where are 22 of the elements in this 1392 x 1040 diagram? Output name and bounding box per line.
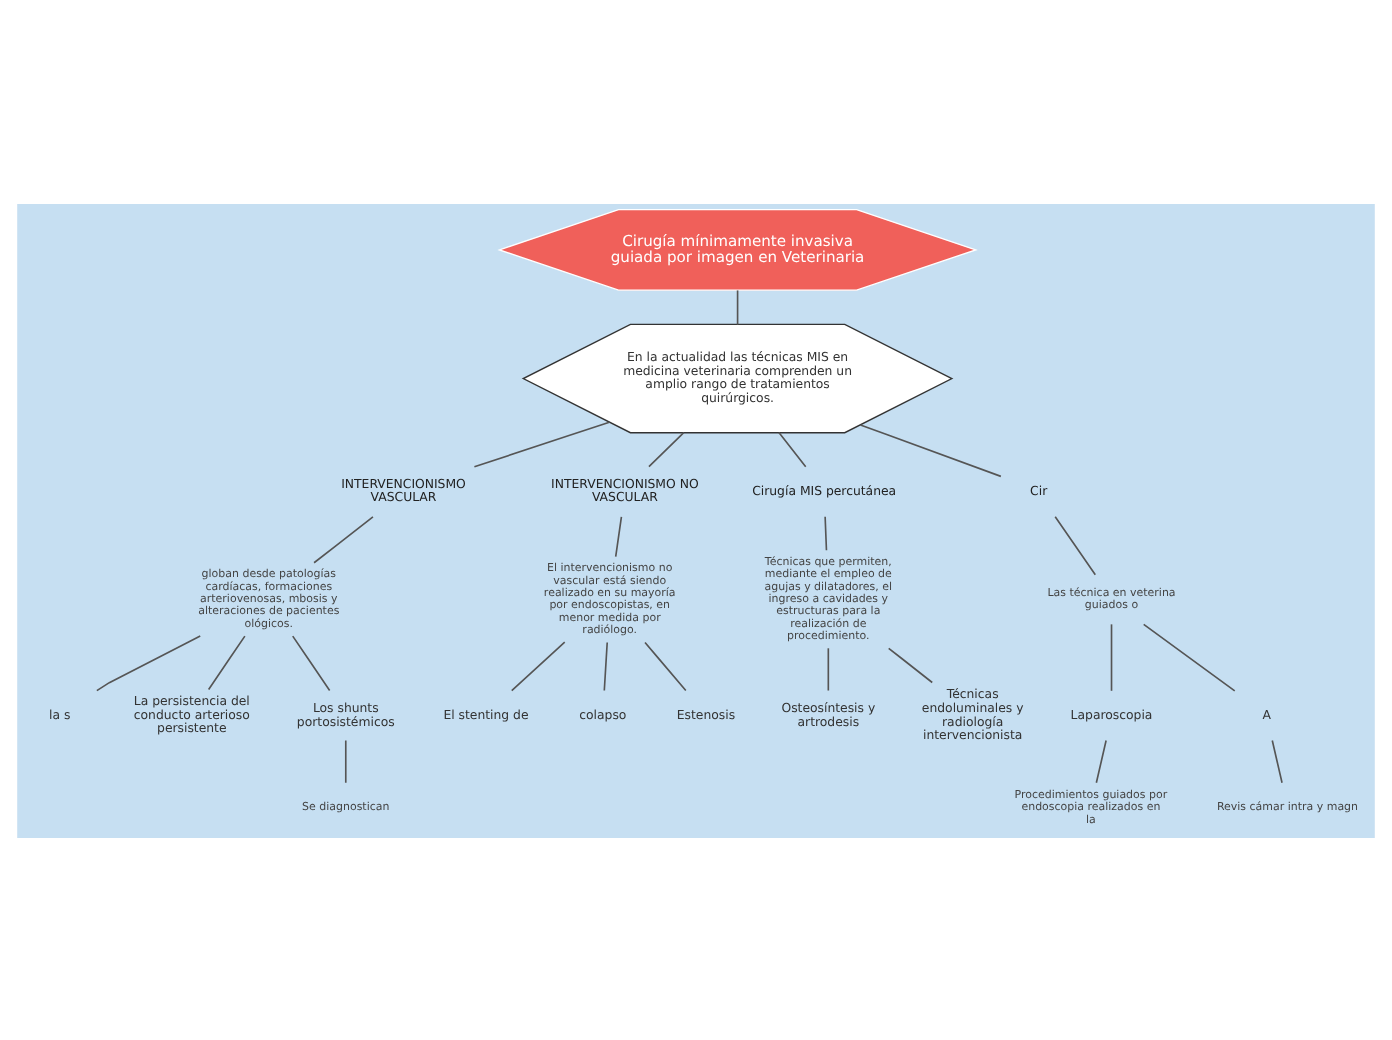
connector [614, 514, 623, 557]
connector [824, 514, 828, 551]
connector [207, 634, 246, 690]
connector [473, 420, 611, 467]
connector [1095, 738, 1107, 783]
connector [344, 738, 347, 783]
connector [1271, 738, 1283, 783]
connector [603, 640, 609, 691]
connector [736, 288, 739, 325]
connector [1054, 514, 1097, 575]
connector [96, 634, 202, 691]
connector [1142, 622, 1236, 691]
connector [510, 640, 566, 691]
connector [859, 423, 1002, 477]
connector [291, 634, 331, 691]
connector [887, 646, 934, 683]
connector [778, 430, 807, 467]
connector [313, 514, 374, 563]
connector [827, 646, 830, 691]
connector [648, 430, 685, 467]
connector [644, 640, 687, 691]
connector [1110, 622, 1113, 691]
